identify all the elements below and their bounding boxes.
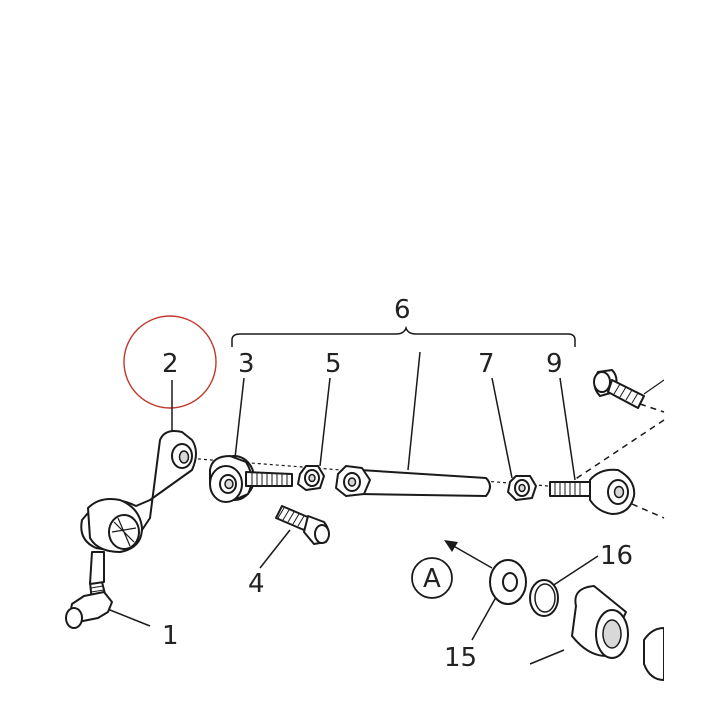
leader-5 (319, 377, 331, 467)
part-9-rod-end (549, 468, 636, 515)
part-4-bolt (275, 505, 330, 545)
part-6-rod (335, 465, 491, 497)
label-4: 4 (248, 569, 265, 599)
part-1-bolt (65, 551, 113, 629)
label-1: 1 (162, 621, 179, 651)
label-7: 7 (478, 349, 495, 379)
label-5: 5 (325, 349, 342, 379)
leader-4 (259, 529, 291, 569)
dash-line-diag (573, 419, 665, 481)
leader-9 (559, 377, 576, 481)
leader-7 (491, 377, 513, 479)
dash-line-upper (639, 403, 665, 413)
part-2-lever (80, 430, 197, 553)
assembly-6-bracket (231, 325, 576, 347)
leader-3 (234, 377, 245, 459)
leader-6 (407, 351, 421, 471)
part-7-nut (507, 475, 537, 501)
highlight-circle-part-2 (123, 315, 217, 409)
label-2: 2 (162, 349, 179, 379)
bolt-top-right (593, 369, 664, 409)
leader-16 (545, 555, 599, 591)
label-view-a: A (423, 564, 441, 594)
label-15: 15 (444, 643, 477, 673)
part-16-o-ring (529, 579, 559, 617)
label-3: 3 (238, 349, 255, 379)
view-a-callout (411, 540, 493, 599)
part-5-nut (297, 465, 325, 491)
dash-line-lower (631, 503, 665, 519)
stud-left (245, 471, 293, 487)
label-16: 16 (600, 541, 633, 571)
part-15-washer (489, 559, 527, 605)
label-6: 6 (394, 295, 411, 325)
sleeve-bottom-right (529, 585, 664, 681)
label-9: 9 (546, 349, 563, 379)
